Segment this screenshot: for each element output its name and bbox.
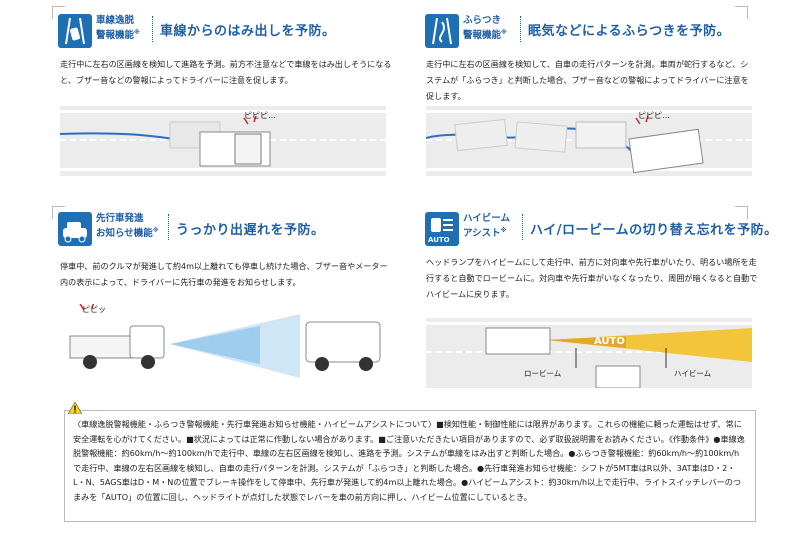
corner-mark — [52, 6, 65, 19]
wobble-icon — [425, 14, 459, 48]
auto-label: AUTO — [594, 336, 625, 347]
panel-lane-departure: 車線逸脱 警報機能※ 車線からのはみ出しを予防。 走行中に左右の区画線を検知して… — [0, 0, 400, 200]
high-beam-label: ハイビーム — [674, 369, 712, 378]
note-mark: ※ — [152, 227, 159, 234]
feature-headline: ハイ/ロービームの切り替え忘れを予防。 — [530, 223, 778, 238]
feature-name: 車線逸脱 警報機能※ — [96, 15, 140, 42]
road-illustration: AUTO ロービーム ハイビーム — [426, 318, 752, 388]
road-illustration: ピピピ… — [60, 106, 386, 176]
low-beam-label: ロービーム — [524, 369, 562, 378]
alert-beep: ピピピ… — [638, 111, 670, 120]
feature-headline: 眠気などによるふらつきを予防。 — [528, 24, 731, 39]
note-mark: ※ — [501, 29, 507, 36]
feature-name: ふらつき 警報機能※ — [463, 15, 507, 42]
panel-high-beam: AUTO ハイビーム アシスト※ ハイ/ロービームの切り替え忘れを予防。 ヘッド… — [400, 200, 800, 400]
panel-lead-car: 先行車発進 お知らせ機能※ うっかり出遅れを予防。 停車中、前のクルマが発進して… — [0, 200, 400, 400]
corner-mark — [52, 206, 65, 219]
feature-name: ハイビーム アシスト※ — [463, 213, 511, 240]
feature-description: ヘッドランプをハイビームにして走行中、前方に対向車や先行車がいたり、明るい場所を… — [426, 257, 758, 299]
note-mark: ※ — [500, 227, 507, 234]
corner-mark — [735, 6, 748, 19]
lane-departure-icon — [58, 14, 92, 48]
divider — [522, 214, 523, 240]
divider — [152, 16, 153, 42]
auto-badge: AUTO — [428, 236, 450, 244]
caution-text: 〈車線逸脱警報機能・ふらつき警報機能・先行車発進お知らせ機能・ハイビームアシスト… — [73, 419, 745, 502]
caution-box: 〈車線逸脱警報機能・ふらつき警報機能・先行車発進お知らせ機能・ハイビームアシスト… — [64, 410, 756, 522]
lead-car-icon — [58, 212, 92, 246]
divider — [168, 214, 169, 240]
feature-headline: うっかり出遅れを予防。 — [176, 223, 325, 238]
lead-car-illustration: ピピッ — [60, 301, 390, 384]
alert-beep: ピピピ… — [244, 111, 276, 120]
high-beam-icon: AUTO — [425, 212, 459, 246]
panel-wobble: ふらつき 警報機能※ 眠気などによるふらつきを予防。 走行中に左右の区画線を検知… — [400, 0, 800, 200]
note-mark: ※ — [134, 29, 140, 36]
divider — [520, 16, 521, 42]
warning-icon — [68, 402, 82, 414]
road-illustration: ピピピ… — [426, 106, 752, 176]
feature-headline: 車線からのはみ出しを予防。 — [160, 24, 336, 39]
feature-description: 停車中、前のクルマが発進して約4m以上離れても停車し続けた場合、ブザー音やメータ… — [60, 261, 388, 287]
feature-description: 走行中に左右の区画線を検知して進路を予測。前方不注意などで車線をはみ出しそうにな… — [60, 59, 392, 85]
corner-mark — [735, 206, 748, 219]
feature-description: 走行中に左右の区画線を検知して、自車の走行パターンを計測。車両が蛇行するなど、シ… — [426, 59, 749, 101]
feature-name: 先行車発進 お知らせ機能※ — [96, 213, 159, 240]
alert-beep: ピピッ — [82, 305, 106, 314]
